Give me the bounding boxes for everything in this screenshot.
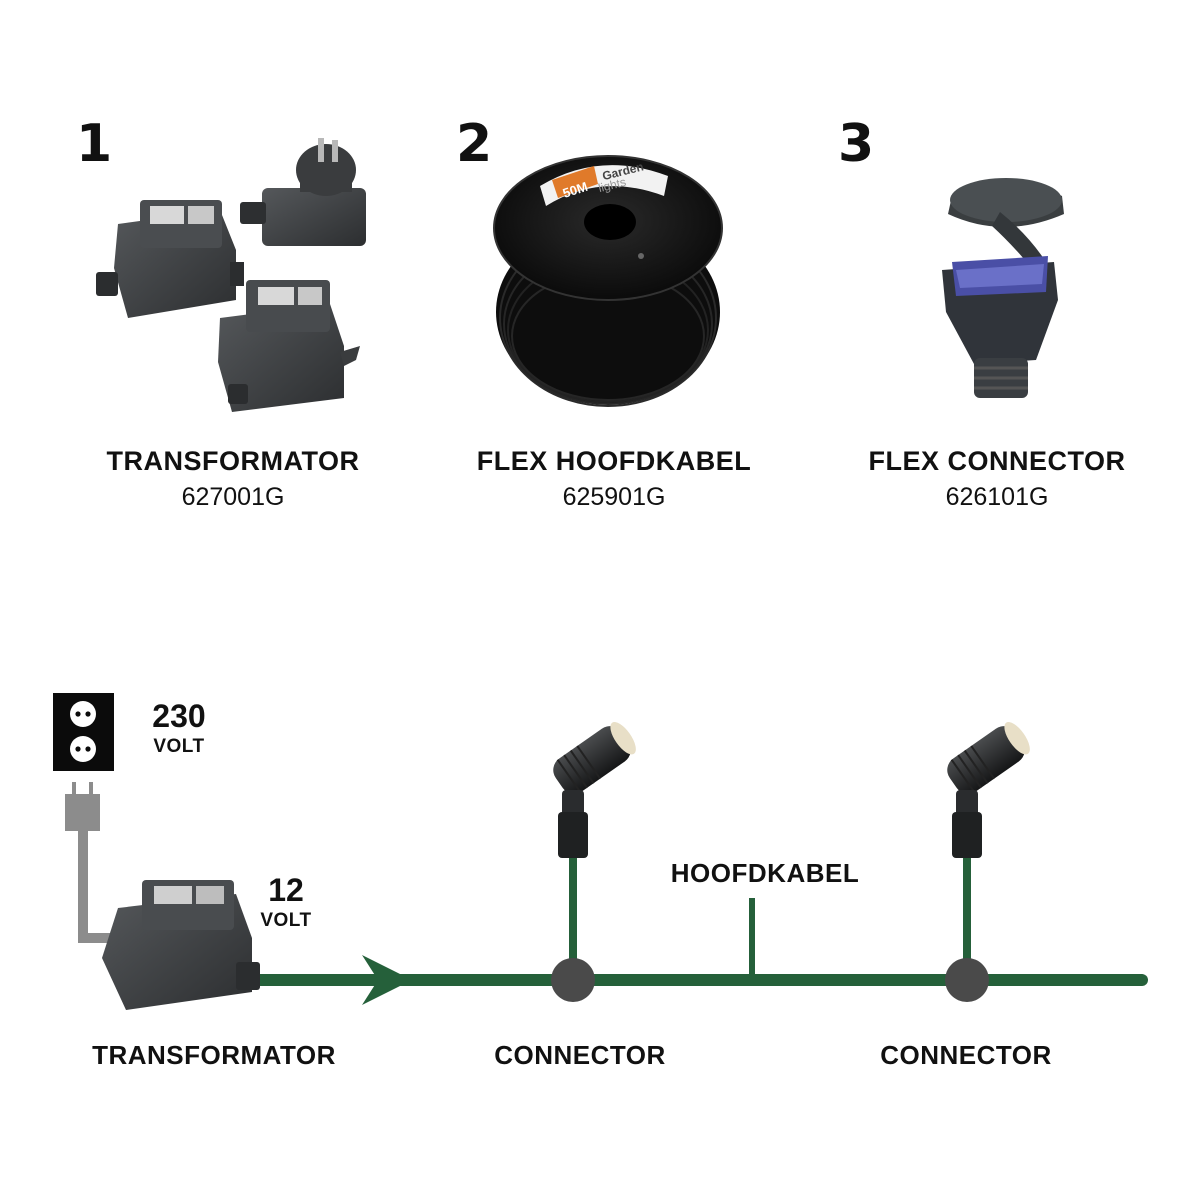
transformer-diagram-icon bbox=[102, 880, 260, 1010]
input-voltage: 230 VOLT bbox=[148, 700, 210, 756]
connector-label-2: CONNECTOR bbox=[880, 1040, 1052, 1070]
flex-connector-icon bbox=[942, 178, 1064, 398]
connector-node-2 bbox=[945, 958, 989, 1002]
transformer-set-icon bbox=[96, 138, 366, 412]
product-code-2: 625901G bbox=[562, 483, 666, 511]
wall-socket-icon bbox=[53, 693, 114, 771]
step-number-1: 1 bbox=[76, 114, 113, 174]
cable-reel-icon bbox=[493, 155, 723, 407]
product-code-1: 627001G bbox=[181, 483, 285, 511]
flow-arrow-icon bbox=[362, 955, 412, 1005]
output-voltage: 12 VOLT bbox=[254, 874, 318, 930]
main-cable bbox=[244, 855, 1148, 1005]
product-code-3: 626101G bbox=[945, 483, 1049, 511]
main-cable-label: HOOFDKABEL bbox=[670, 858, 860, 888]
product-name-1: TRANSFORMATOR bbox=[106, 446, 360, 476]
product-name-2: FLEX HOOFDKABEL bbox=[476, 446, 752, 476]
step-number-2: 2 bbox=[456, 114, 493, 174]
spotlight-icon-2 bbox=[947, 721, 1030, 858]
transformer-large-icon bbox=[96, 200, 244, 318]
reel-length-label: 50M bbox=[561, 179, 590, 201]
connector-node-1 bbox=[551, 958, 595, 1002]
transformer-small-icon bbox=[218, 280, 360, 412]
input-voltage-unit: VOLT bbox=[153, 736, 205, 757]
product-name-3: FLEX CONNECTOR bbox=[868, 446, 1126, 476]
transformer-label: TRANSFORMATOR bbox=[92, 1040, 336, 1070]
connector-label-1: CONNECTOR bbox=[494, 1040, 666, 1070]
output-voltage-unit: VOLT bbox=[260, 910, 312, 931]
spotlight-icon-1 bbox=[553, 721, 636, 858]
step-number-3: 3 bbox=[838, 114, 875, 174]
power-adapter-icon bbox=[240, 138, 366, 246]
output-voltage-value: 12 bbox=[268, 872, 304, 908]
power-plug-icon bbox=[65, 782, 122, 943]
reel-brand-bottom: lights bbox=[597, 175, 628, 195]
input-voltage-value: 230 bbox=[152, 698, 206, 734]
